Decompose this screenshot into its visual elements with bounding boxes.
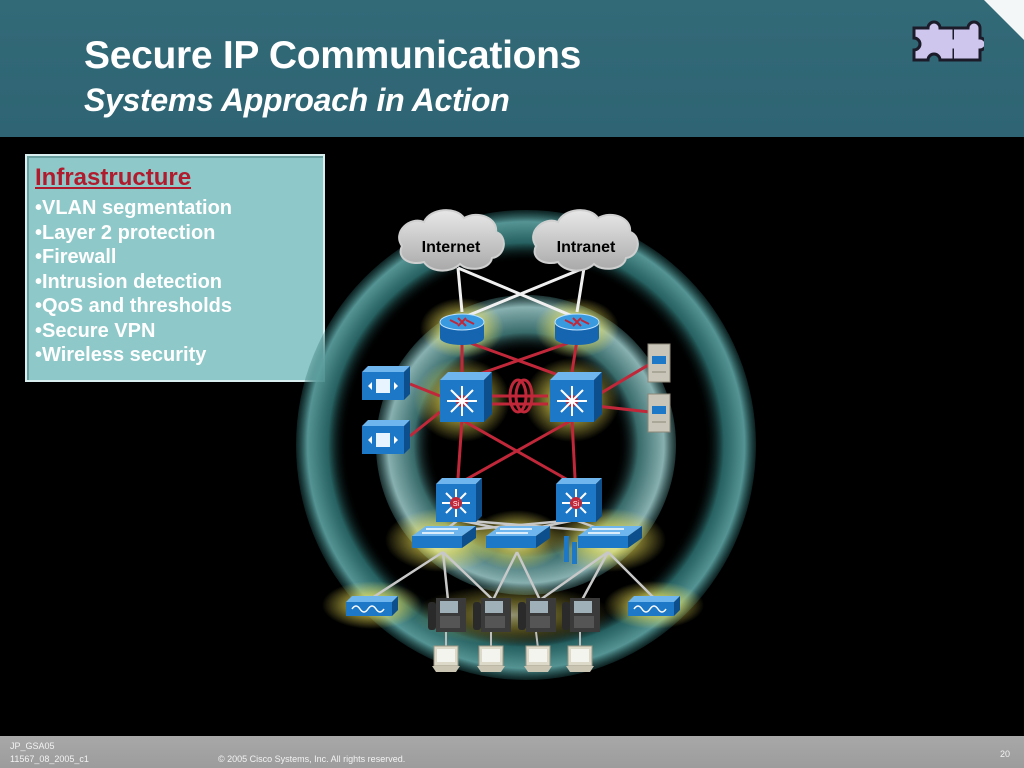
multilayer-switch-icon xyxy=(440,372,492,422)
list-item: •Secure VPN xyxy=(35,319,156,342)
ip-phone-icon xyxy=(518,598,556,632)
switch-icon xyxy=(412,526,476,548)
uplink-lines xyxy=(456,266,586,320)
pc-icon xyxy=(566,645,594,672)
server-icon xyxy=(647,343,671,383)
puzzle-piece-icon xyxy=(912,20,984,62)
server-icon xyxy=(647,393,671,433)
title-corner-fold xyxy=(984,0,1024,40)
pc-icon xyxy=(432,645,460,672)
svg-text:Si: Si xyxy=(573,501,580,508)
ip-phone-icon xyxy=(473,598,511,632)
pc-icon xyxy=(477,645,505,672)
page-subtitle: Systems Approach in Action xyxy=(84,82,510,118)
access-point-icon xyxy=(346,596,398,616)
switch-icon xyxy=(578,526,642,548)
svg-text:Si: Si xyxy=(453,501,460,508)
list-item: •Wireless security xyxy=(35,344,207,366)
title-bar: Secure IP Communications Systems Approac… xyxy=(0,0,1024,137)
switch-icon xyxy=(486,526,550,548)
page-number: 20 xyxy=(1000,749,1011,759)
list-item: •VLAN segmentation xyxy=(35,197,233,219)
desktop-links xyxy=(445,631,581,649)
page-title: Secure IP Communications xyxy=(84,34,582,77)
cloud-label: Internet xyxy=(422,239,481,256)
list-item: •Firewall xyxy=(35,246,117,268)
access-point-icon xyxy=(628,596,680,616)
infrastructure-box: Infrastructure •VLAN segmentation •Layer… xyxy=(25,154,325,382)
multilayer-switch-icon: Si xyxy=(556,478,602,522)
cloud-label: Intranet xyxy=(557,239,616,256)
footer-code: 11567_08_2005_c1 xyxy=(10,754,89,764)
multilayer-switch-icon xyxy=(550,372,602,422)
network-diagram: Internet Intranet xyxy=(296,209,756,680)
footer-copyright: © 2005 Cisco Systems, Inc. All rights re… xyxy=(218,754,406,764)
sensor-icon xyxy=(564,536,577,564)
intranet-cloud: Intranet xyxy=(532,209,639,272)
router-icon xyxy=(439,313,485,345)
infrastructure-list: •VLAN segmentation •Layer 2 protection •… xyxy=(35,196,232,368)
list-item: •Layer 2 protection xyxy=(35,221,216,244)
pc-icon xyxy=(524,645,552,672)
voice-gateway-icon xyxy=(362,366,410,400)
footer-code: JP_GSA05 xyxy=(10,741,55,751)
voice-gateway-icon xyxy=(362,420,410,454)
footer: JP_GSA05 11567_08_2005_c1 © 2005 Cisco S… xyxy=(0,736,1024,768)
ip-phone-icon xyxy=(562,598,600,632)
router-icon xyxy=(554,313,600,345)
ip-phone-icon xyxy=(428,598,466,632)
list-item: •QoS and thresholds xyxy=(35,295,233,317)
infrastructure-heading: Infrastructure xyxy=(35,164,192,191)
internet-cloud: Internet xyxy=(398,209,505,272)
multilayer-switch-icon: Si xyxy=(436,478,482,522)
list-item: •Intrusion detection xyxy=(35,270,223,293)
